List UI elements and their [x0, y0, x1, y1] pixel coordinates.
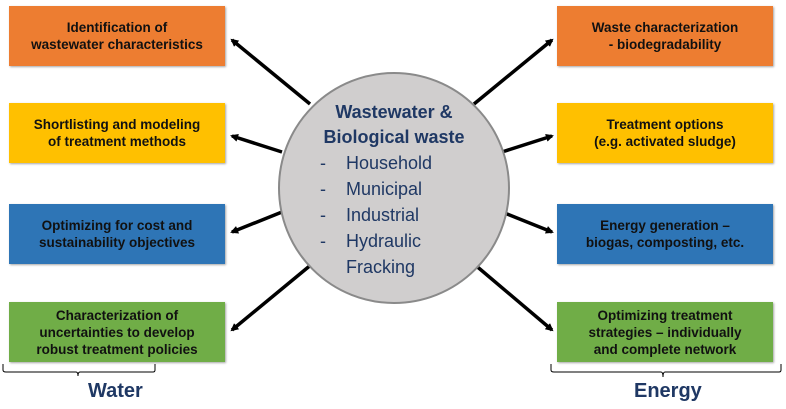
water-label: Water: [88, 380, 143, 402]
center-item: -Municipal: [320, 179, 423, 199]
item-label: Hydraulic: [346, 231, 422, 251]
arrow-to-energy-4: [472, 262, 554, 332]
center-item: Fracking: [320, 254, 415, 280]
item-label: Fracking: [346, 257, 416, 277]
arrow-to-water-4: [230, 262, 314, 332]
energy-box-generation: Energy generation – biogas, composting, …: [557, 204, 773, 264]
water-box-uncertainties: Characterization of uncertainties to dev…: [9, 302, 225, 362]
arrow-to-energy-1: [472, 38, 554, 106]
center-item: -Industrial: [320, 205, 420, 225]
arrow-to-water-1: [230, 38, 312, 106]
arrow-to-energy-2: [501, 134, 554, 154]
center-title: Wastewater & Biological waste: [323, 102, 465, 147]
water-box-identification: Identification of wastewater characteris…: [9, 6, 225, 66]
arrow-to-energy-3: [501, 210, 554, 234]
energy-box-treatment-options: Treatment options (e.g. activated sludge…: [557, 103, 773, 163]
center-item: -Household: [320, 153, 433, 173]
item-label: Household: [346, 153, 433, 173]
energy-box-optimizing: Optimizing treatment strategies – indivi…: [557, 302, 773, 362]
energy-brace: [550, 364, 782, 378]
arrow-to-water-2: [230, 134, 283, 154]
energy-label: Energy: [634, 380, 702, 402]
water-box-optimizing: Optimizing for cost and sustainability o…: [9, 204, 225, 264]
center-item: -Hydraulic: [320, 231, 422, 251]
arrow-to-water-3: [230, 210, 283, 234]
item-label: Industrial: [346, 205, 420, 225]
water-brace: [2, 364, 156, 377]
item-label: Municipal: [346, 179, 423, 199]
center-circle: Wastewater & Biological waste -Household…: [278, 72, 510, 304]
water-box-shortlisting: Shortlisting and modeling of treatment m…: [9, 103, 225, 163]
energy-box-characterization: Waste characterization - biodegradabilit…: [557, 6, 773, 66]
